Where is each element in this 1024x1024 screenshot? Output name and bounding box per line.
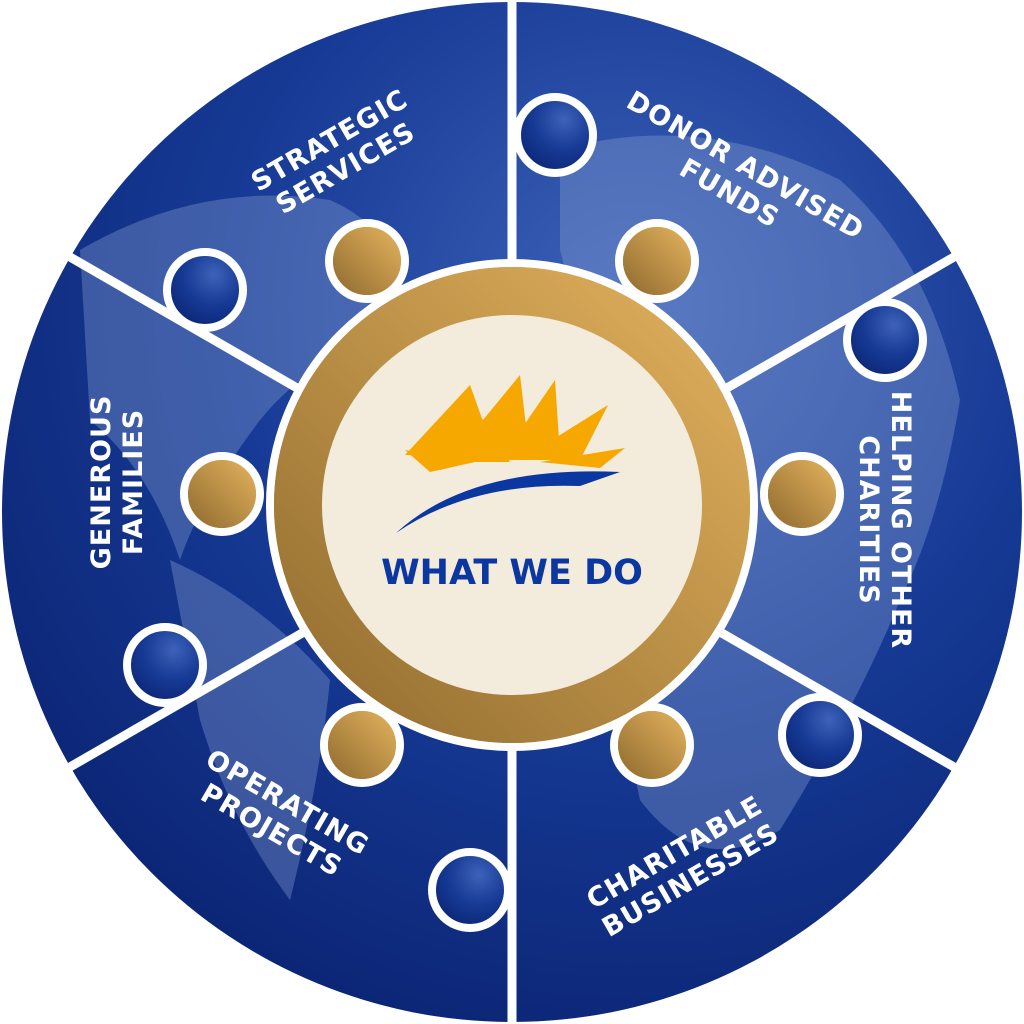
swoosh-logo-icon <box>396 471 620 533</box>
svg-text:FAMILIES: FAMILIES <box>118 409 149 555</box>
puzzle-tabs <box>123 93 927 932</box>
center-disc <box>322 315 702 695</box>
svg-text:HELPING OTHER: HELPING OTHER <box>885 391 916 649</box>
diagram-title: WHAT WE DO <box>381 553 643 593</box>
svg-text:CHARITIES: CHARITIES <box>853 435 884 605</box>
sun-logo-icon <box>405 375 625 472</box>
svg-text:GENEROUS: GENEROUS <box>86 395 117 570</box>
segment-helping-other-charities: HELPING OTHER CHARITIES <box>853 391 916 649</box>
segment-generous-families: GENEROUS FAMILIES <box>86 395 149 570</box>
